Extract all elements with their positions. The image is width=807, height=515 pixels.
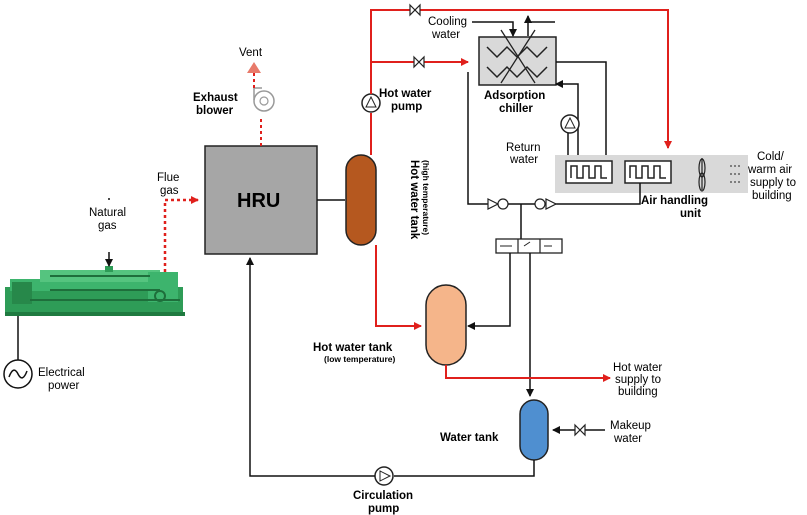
- hot-water-supply-line: [445, 365, 611, 382]
- to-low-tank-line: [467, 253, 511, 330]
- natural-gas-label-2: gas: [98, 220, 117, 232]
- return-water-label-2: water: [509, 154, 538, 166]
- pump-icon: [560, 114, 580, 134]
- vent-arrow-icon: [247, 62, 261, 73]
- electrical-power-label-2: power: [48, 380, 79, 392]
- heat-exchanger-icon: [624, 160, 672, 184]
- cooling-water-label-2: water: [431, 29, 460, 41]
- flue-gas-label: Flue: [157, 172, 179, 184]
- supply-air-arrows: [730, 165, 740, 183]
- chiller-to-ahu-line: [556, 61, 607, 162]
- check-valve-icon: [534, 198, 558, 210]
- ahu-return-to-chiller-line: [555, 80, 579, 160]
- hot-water-supply-label: Hot water: [613, 362, 662, 374]
- makeup-water-label-2: water: [613, 433, 642, 445]
- valve-icon: [574, 423, 586, 437]
- adsorption-chiller-box: [478, 36, 557, 86]
- water-tank: [519, 399, 549, 461]
- three-way-valve-icon: [495, 238, 563, 254]
- ahu-return-line: [555, 183, 641, 205]
- electrical-power-label: Electrical: [38, 367, 85, 379]
- valve-icon: [413, 55, 425, 69]
- hot-water-supply-label-2: supply to: [615, 374, 661, 386]
- high-to-low-tank-line: [375, 245, 422, 330]
- return-water-label: Return: [506, 142, 541, 154]
- valve-icon: [409, 3, 421, 17]
- water-tank-to-pump-line: [394, 460, 535, 477]
- hot-water-tank-low-label: Hot water tank: [313, 342, 393, 354]
- check-valve-icon: [487, 198, 509, 210]
- pump-icon: [374, 466, 394, 486]
- supply-air-label-3: supply to: [750, 177, 796, 189]
- supply-air-label-4: building: [752, 190, 792, 202]
- air-handling-unit-label: Air handling: [641, 195, 708, 207]
- hot-water-ahu-line: [370, 9, 672, 149]
- circulation-pump-label: Circulation: [353, 490, 413, 502]
- hot-water-pump-label: Hot water: [379, 88, 432, 100]
- hot-water-tank-low-sublabel: (low temperature): [324, 354, 395, 364]
- supply-air-label: Cold/: [757, 151, 785, 163]
- hot-water-tank-high-label: Hot water tank: [408, 160, 420, 240]
- fan-icon: [698, 158, 706, 192]
- heat-exchanger-icon: [565, 160, 613, 184]
- pump-icon: [361, 93, 381, 113]
- water-tank-label: Water tank: [440, 432, 499, 444]
- hot-water-supply-label-3: building: [618, 386, 658, 398]
- cooling-water-in-line: [472, 21, 517, 37]
- exhaust-blower-label: Exhaust: [193, 92, 238, 104]
- circulation-return-line: [246, 257, 375, 477]
- natural-gas-label: Natural: [89, 207, 126, 219]
- hot-water-pump-label-2: pump: [391, 101, 422, 113]
- hot-water-tank-high-sublabel: (high temperature): [421, 160, 431, 235]
- cooling-water-label: Cooling: [428, 16, 467, 28]
- exhaust-blower-icon: [253, 87, 275, 112]
- engine-generator-icon: [5, 266, 185, 316]
- circulation-pump-label-2: pump: [368, 503, 399, 515]
- hru-label: HRU: [237, 190, 280, 212]
- adsorption-chiller-label: Adsorption: [484, 90, 545, 102]
- flue-gas-label-2: gas: [160, 185, 179, 197]
- flue-gas-line: [163, 196, 199, 272]
- chiller-return-line: [467, 72, 490, 205]
- electrical-power-icon: [3, 359, 33, 389]
- heat-exchanger-icon: [486, 29, 548, 84]
- vent-label: Vent: [239, 47, 263, 59]
- hot-water-tank-low: [425, 284, 467, 366]
- exhaust-blower-label-2: blower: [196, 105, 234, 117]
- adsorption-chiller-label-2: chiller: [499, 103, 533, 115]
- hot-water-tank-high: [345, 154, 377, 246]
- supply-air-label-2: warm air: [747, 164, 792, 176]
- makeup-water-label: Makeup: [610, 420, 651, 432]
- air-handling-unit-label-2: unit: [680, 208, 701, 220]
